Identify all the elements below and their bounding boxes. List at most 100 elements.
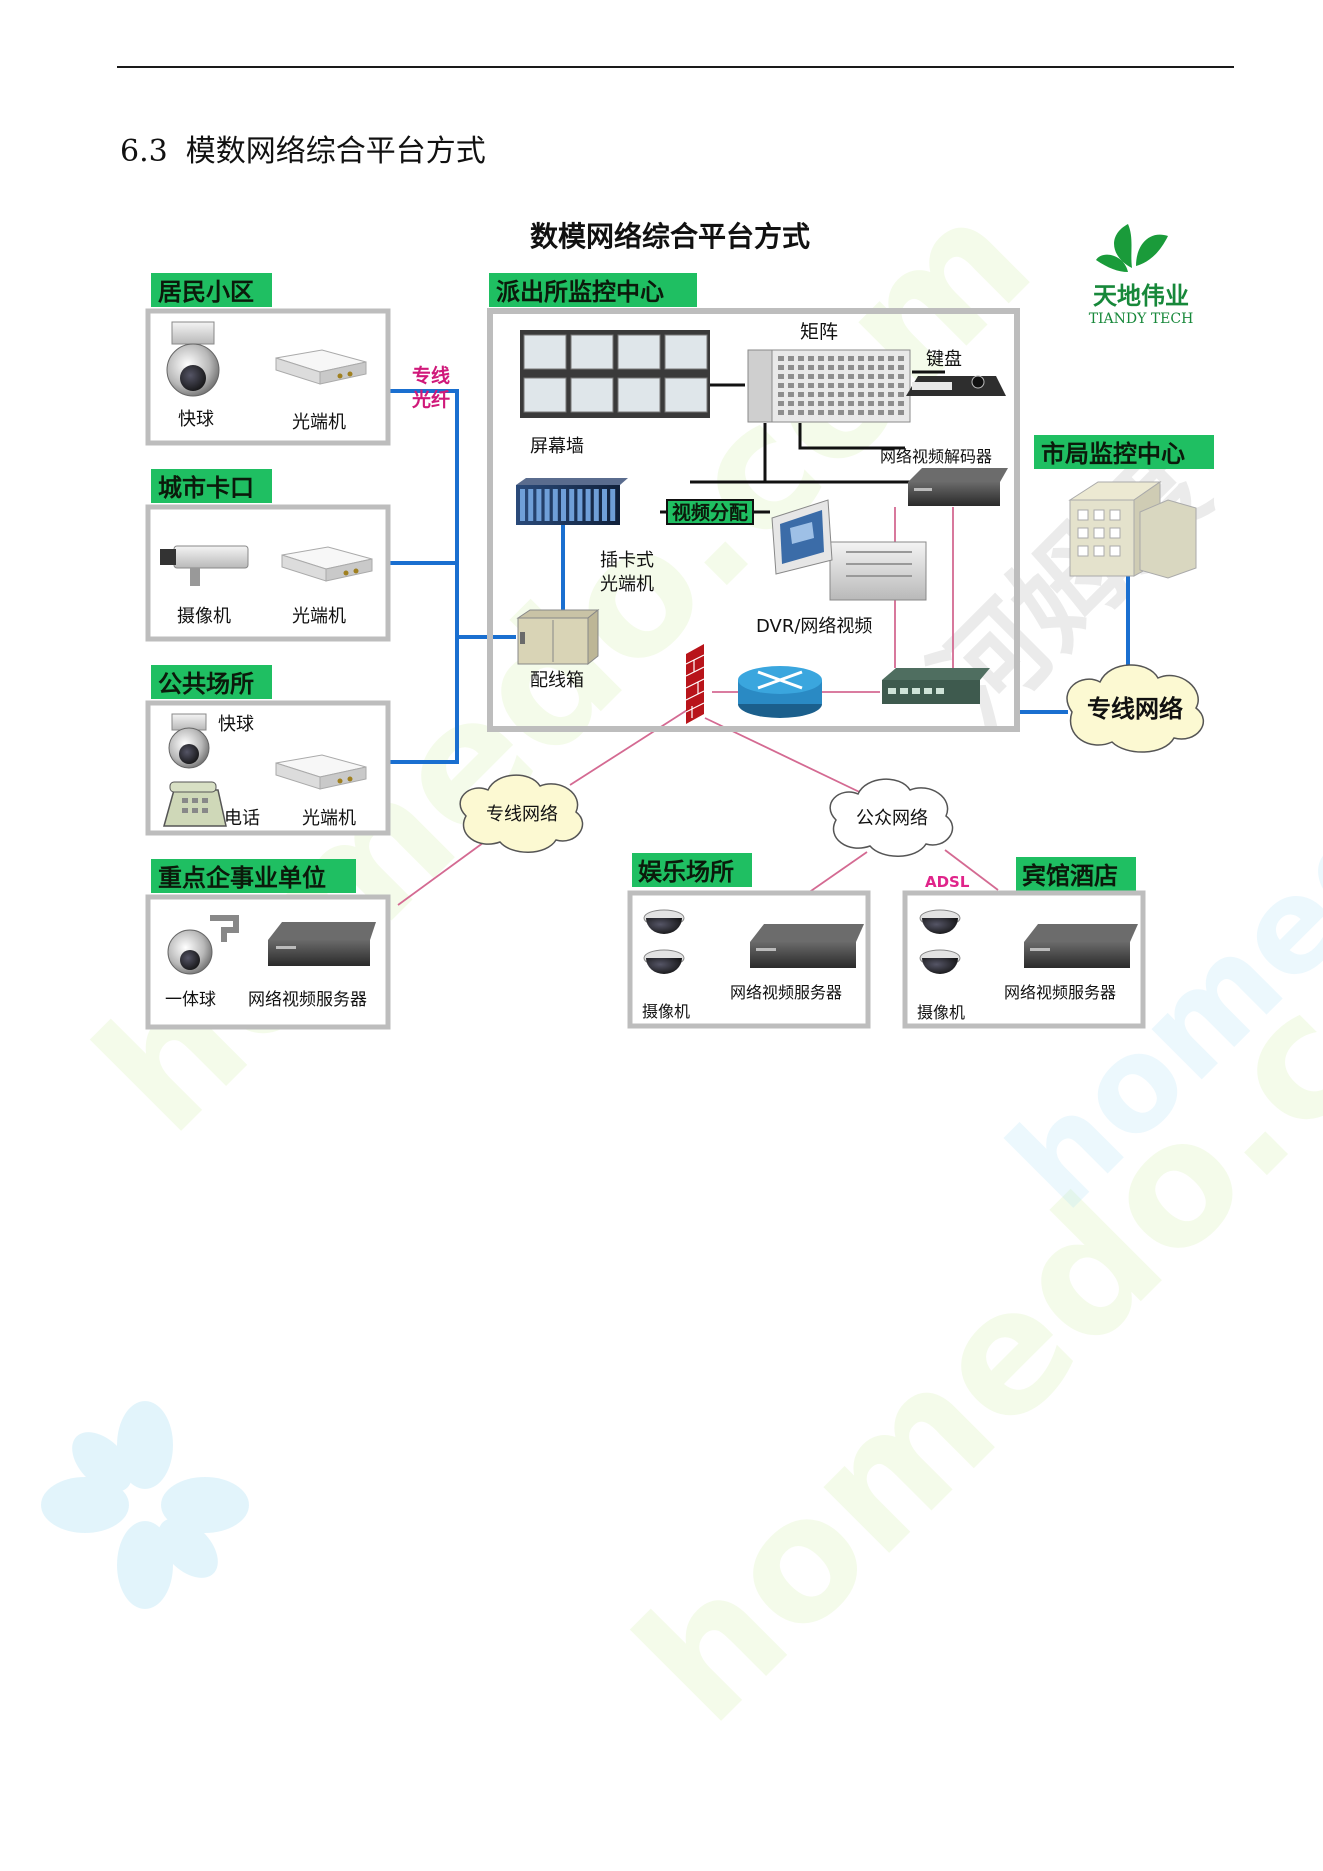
matrix-port bbox=[838, 383, 844, 388]
site-label: 重点企事业单位 bbox=[158, 864, 326, 892]
matrix-port bbox=[798, 392, 804, 397]
matrix-port bbox=[788, 401, 794, 406]
site-label-bg bbox=[151, 273, 272, 307]
integrated-dome-icon bbox=[167, 915, 239, 975]
matrix-port bbox=[798, 383, 804, 388]
site-label-bg bbox=[632, 853, 752, 887]
video-wall-label: 屏幕墙 bbox=[530, 436, 584, 457]
matrix-port bbox=[808, 356, 814, 361]
site-label: 公共场所 bbox=[158, 670, 254, 698]
card-transceiver-label-1: 插卡式 bbox=[600, 550, 654, 571]
video-splitter-label: 视频分配 bbox=[672, 501, 748, 524]
center-label: 派出所监控中心 bbox=[496, 278, 664, 306]
matrix-port bbox=[778, 401, 784, 406]
private-net-right-label: 专线网络 bbox=[1087, 695, 1183, 723]
matrix-port bbox=[848, 356, 854, 361]
matrix-port bbox=[788, 374, 794, 379]
section-number: 6.3 bbox=[120, 134, 168, 169]
matrix-port bbox=[808, 365, 814, 370]
rack-card-slot bbox=[528, 489, 534, 521]
site-label: 城市卡口 bbox=[158, 474, 254, 502]
matrix-port bbox=[888, 410, 894, 415]
matrix-port bbox=[808, 392, 814, 397]
matrix-port bbox=[788, 356, 794, 361]
camera-label: 摄像机 bbox=[917, 1003, 965, 1022]
matrix-port bbox=[778, 374, 784, 379]
matrix-port bbox=[898, 401, 904, 406]
matrix-port bbox=[868, 365, 874, 370]
matrix-port bbox=[778, 356, 784, 361]
network-video-server-icon bbox=[750, 924, 864, 968]
matrix-port bbox=[898, 392, 904, 397]
matrix-port bbox=[898, 365, 904, 370]
private-net-left-label: 专线网络 bbox=[486, 804, 558, 825]
matrix-port bbox=[858, 365, 864, 370]
matrix-port bbox=[828, 374, 834, 379]
rack-card-slot bbox=[552, 489, 558, 521]
matrix-port bbox=[888, 392, 894, 397]
matrix-port bbox=[848, 383, 854, 388]
matrix-port bbox=[778, 410, 784, 415]
matrix-port bbox=[858, 356, 864, 361]
matrix-port bbox=[788, 383, 794, 388]
center-frame bbox=[487, 308, 1020, 732]
matrix-label: 矩阵 bbox=[800, 321, 838, 343]
matrix-port bbox=[878, 356, 884, 361]
site-hotel: 宾馆酒店 网络视频服务器 摄像机 bbox=[902, 857, 1146, 1029]
matrix-port bbox=[868, 374, 874, 379]
matrix-port bbox=[848, 410, 854, 415]
telephone-icon bbox=[163, 781, 227, 827]
leaf-logo-icon bbox=[1096, 224, 1168, 272]
matrix-port bbox=[888, 356, 894, 361]
rack-card-slot bbox=[610, 489, 616, 521]
matrix-port bbox=[878, 410, 884, 415]
matrix-port bbox=[878, 401, 884, 406]
optical-transceiver-icon bbox=[281, 546, 373, 582]
network-video-decoder-icon bbox=[908, 468, 1008, 506]
site-checkpoint: 城市卡口 摄像机 光端机 bbox=[145, 469, 391, 642]
cloud-public-network: 公众网络 bbox=[829, 778, 954, 857]
decoder-label: 网络视频解码器 bbox=[880, 447, 992, 466]
matrix-port bbox=[828, 410, 834, 415]
matrix-port bbox=[878, 392, 884, 397]
rack-card-slot bbox=[602, 489, 607, 521]
matrix-port bbox=[898, 356, 904, 361]
network-switch-icon bbox=[882, 668, 990, 704]
matrix-port bbox=[838, 356, 844, 361]
matrix-port bbox=[848, 401, 854, 406]
matrix-port bbox=[828, 356, 834, 361]
matrix-port bbox=[838, 374, 844, 379]
dvr-workstation-icon bbox=[771, 499, 927, 601]
matrix-port bbox=[868, 383, 874, 388]
matrix-port bbox=[868, 401, 874, 406]
matrix-port bbox=[828, 401, 834, 406]
matrix-port bbox=[788, 365, 794, 370]
firewall-icon bbox=[685, 644, 705, 724]
matrix-port bbox=[818, 410, 824, 415]
speed-dome-icon bbox=[166, 321, 220, 397]
rack-card-slot bbox=[544, 489, 550, 521]
speed-dome-icon bbox=[168, 713, 210, 769]
patch-box-icon bbox=[516, 608, 600, 666]
matrix-port bbox=[818, 365, 824, 370]
matrix-port bbox=[808, 410, 814, 415]
site-label-bg bbox=[1016, 857, 1136, 891]
matrix-port bbox=[858, 392, 864, 397]
header-rule bbox=[117, 66, 1234, 68]
cloud-private-network-right: 专线网络 bbox=[1066, 664, 1204, 753]
site-label: 宾馆酒店 bbox=[1022, 862, 1118, 890]
matrix-port bbox=[868, 392, 874, 397]
matrix-port bbox=[838, 392, 844, 397]
site-entertainment: 娱乐场所 网络视频服务器 摄像机 bbox=[627, 853, 871, 1029]
matrix-port bbox=[818, 401, 824, 406]
matrix-port bbox=[858, 401, 864, 406]
server-label: 网络视频服务器 bbox=[1004, 983, 1116, 1002]
camera-label: 摄像机 bbox=[642, 1002, 690, 1021]
matrix-port bbox=[888, 383, 894, 388]
fiber-label-line1: 专线 bbox=[412, 364, 450, 387]
optical-transceiver-icon bbox=[275, 754, 367, 790]
dome-camera-icon bbox=[919, 949, 961, 974]
site-label: 居民小区 bbox=[158, 278, 254, 306]
center-label-bg bbox=[489, 273, 697, 307]
